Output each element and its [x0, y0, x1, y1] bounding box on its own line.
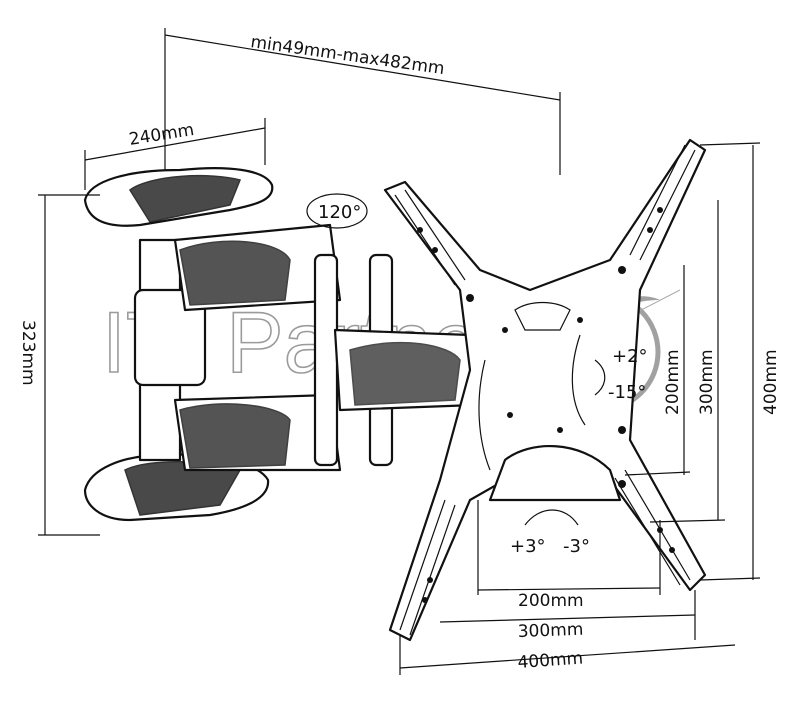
vesa-v-guide — [699, 142, 761, 146]
lower-arm-shading — [179, 403, 291, 469]
tilt-down-label: -15° — [608, 382, 646, 403]
vesa-horizontal-300-label: 300mm — [517, 620, 583, 642]
dimension-lines — [38, 28, 761, 675]
wall-plate-height-label: 323mm — [18, 320, 38, 386]
vesa-top-cutout — [514, 301, 571, 331]
angle-indicators — [306, 193, 606, 526]
vesa-right-slot — [571, 334, 586, 426]
wall-plate-top-ribs — [128, 174, 242, 223]
upper-arm-shading — [179, 240, 291, 306]
vesa-left-slot — [478, 359, 491, 471]
wall-plate-hinge — [133, 288, 207, 387]
vesa-h-400-line — [399, 644, 736, 669]
vesa-vertical-200-label: 200mm — [663, 349, 683, 415]
arm-pivot-left — [313, 253, 339, 467]
vesa-bottom-cutout — [488, 445, 622, 502]
vesa-v-guide — [624, 471, 691, 476]
vesa-holes — [417, 207, 675, 603]
middle-arm-shading — [349, 341, 461, 406]
vesa-vertical-300-label: 300mm — [697, 349, 717, 415]
vesa-arm-slots — [394, 144, 696, 636]
vesa-v-guide — [649, 519, 726, 523]
rotate-minus-label: -3° — [563, 536, 590, 557]
extension-dim-line — [164, 34, 561, 101]
extension-label: min49mm-max482mm — [249, 32, 445, 79]
tilt-arrow-icon — [594, 359, 606, 396]
vesa-h-200-line — [477, 587, 661, 591]
swivel-angle-label: 120° — [318, 202, 361, 223]
vesa-horizontal-400-label: 400mm — [517, 648, 584, 673]
tilt-up-label: +2° — [612, 346, 648, 367]
width-dim-line — [84, 127, 266, 161]
rotate-arrow-icon — [524, 509, 579, 526]
arms — [173, 223, 477, 472]
vesa-horizontal-200-label: 200mm — [518, 591, 584, 611]
vesa-vertical-400-label: 400mm — [761, 349, 781, 415]
vesa-plate — [383, 138, 707, 642]
swivel-arrow-icon — [306, 193, 368, 229]
wall-plate-width-label: 240mm — [128, 120, 196, 150]
rotate-plus-label: +3° — [510, 536, 546, 557]
vesa-plate-outline — [383, 138, 707, 642]
vesa-v-guide — [699, 577, 761, 581]
vesa-h-300-line — [439, 614, 696, 623]
